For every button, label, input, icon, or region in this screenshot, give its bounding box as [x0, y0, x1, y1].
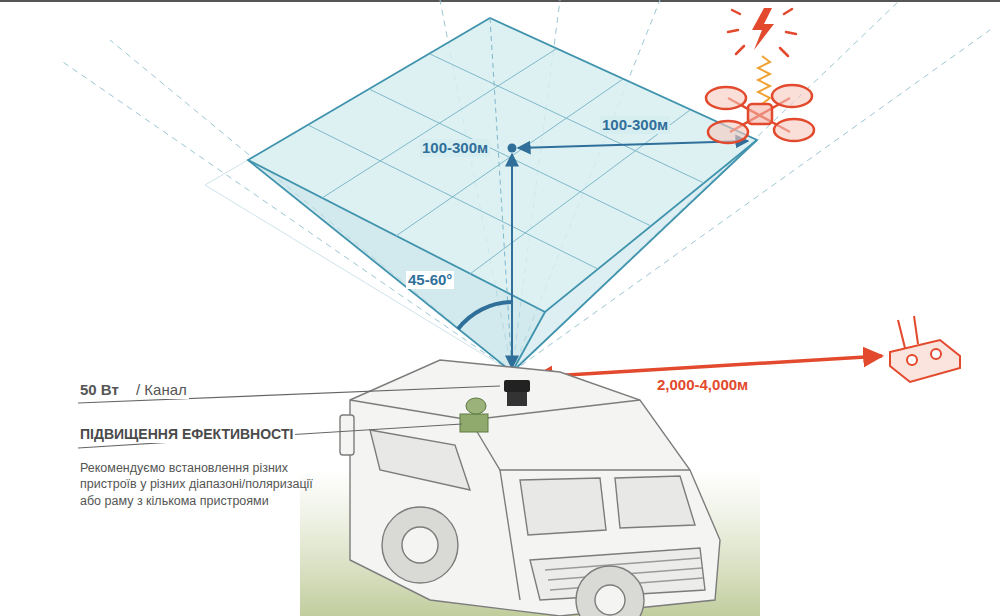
top-rule [0, 0, 1000, 2]
extension-lines [60, 0, 990, 372]
dimension-label: 100-300м [420, 139, 490, 157]
armored-vehicle [340, 360, 720, 616]
roof-devices [460, 380, 530, 432]
power-label: 50 Вт [78, 381, 121, 399]
remote-controller [890, 316, 960, 382]
channel-label: / Канал [134, 381, 189, 399]
dimension-label: 100-300м [600, 116, 670, 134]
coverage-pyramid [248, 18, 757, 372]
angle-label: 45-60° [406, 271, 454, 289]
section-heading: ПІДВИЩЕННЯ ЕФЕКТИВНОСТІ [78, 426, 295, 443]
range-arrow [534, 356, 882, 377]
range-label: 2,000-4,000м [655, 376, 750, 394]
note-text: Рекомендуємо встановлення різних пристро… [78, 460, 322, 509]
dimension-arrows [458, 141, 748, 368]
drone [706, 85, 814, 143]
